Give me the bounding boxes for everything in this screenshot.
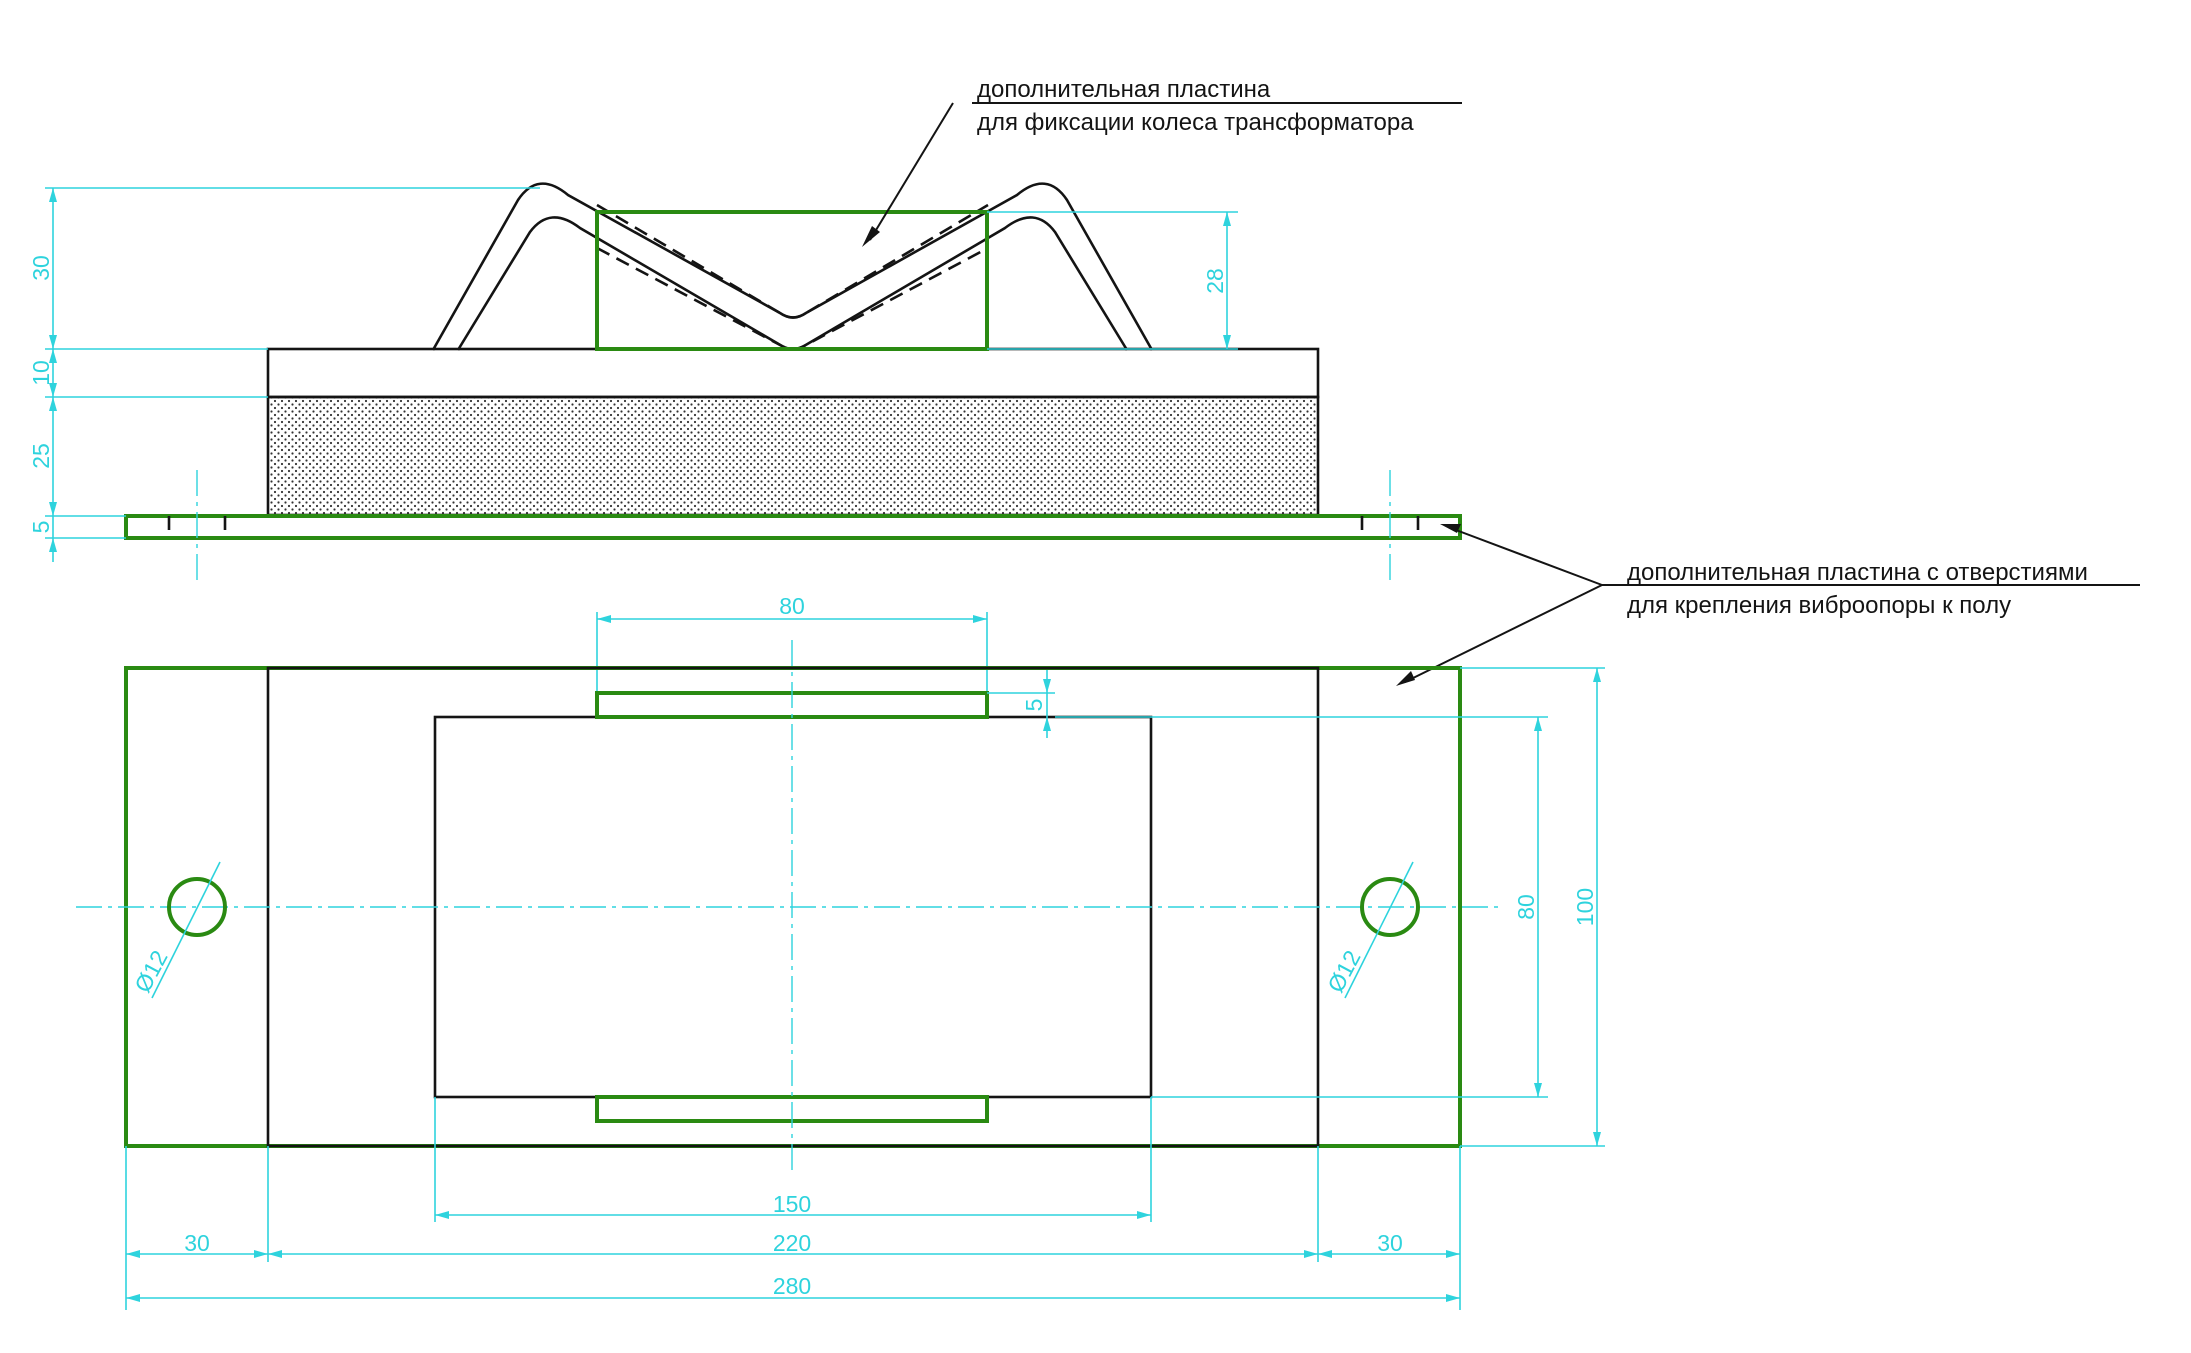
dim-25-vertical: 25 <box>28 443 54 469</box>
dim-5-plan-lines <box>987 670 1151 738</box>
base-plate-elevation <box>124 514 1462 540</box>
mount-hole-left <box>167 877 227 937</box>
dim-150: 150 <box>773 1191 811 1217</box>
v-holder-hidden-outer <box>596 203 989 319</box>
v-holder-hidden-inner <box>596 246 989 351</box>
dim-28: 28 <box>1202 268 1228 294</box>
dim-30-left: 30 <box>184 1230 210 1256</box>
dim-100-lines <box>1460 667 1605 1147</box>
dim-280: 280 <box>773 1273 811 1299</box>
hole-left-leader <box>151 861 221 999</box>
dim-80-right: 80 <box>1513 894 1539 920</box>
dim-5-vertical: 5 <box>28 521 54 534</box>
rubber-layer <box>266 395 1320 517</box>
dim-220: 220 <box>773 1230 811 1256</box>
dim-80-right-lines <box>1151 716 1548 1098</box>
note-right-line2: для крепления виброопоры к полу <box>1627 592 2011 619</box>
elevation-view: 30 10 25 5 28 дополнительная пластина дл… <box>28 76 1462 585</box>
hole-right-leader <box>1344 861 1414 999</box>
dim-30-right: 30 <box>1377 1230 1403 1256</box>
v-holder-outer <box>431 182 1154 351</box>
dim-280-lines <box>126 1294 1460 1302</box>
note-top-arrow <box>862 226 880 247</box>
dim-100: 100 <box>1572 888 1598 926</box>
note-right-line1: дополнительная пластина с отверстиями <box>1627 559 2088 586</box>
mount-hole-right <box>1360 877 1420 937</box>
top-steel-plate <box>266 347 1320 399</box>
plan-view: 80 Ø12 Ø12 5 <box>76 593 1605 1310</box>
right-annotation: дополнительная пластина с отверстиями дл… <box>1396 524 2140 686</box>
v-holder-inner <box>456 216 1129 351</box>
note-top-line2: для фиксации колеса трансформатора <box>977 109 1414 136</box>
dim-80-top: 80 <box>779 593 805 619</box>
dim-10-vertical: 10 <box>28 360 54 386</box>
dim-80-top-lines <box>596 612 988 693</box>
dim-chain-bottom-lines <box>125 1146 1461 1310</box>
note-top-leader <box>869 102 954 241</box>
dim-5-plan: 5 <box>1021 699 1047 712</box>
left-vertical-dimensions <box>45 187 540 562</box>
dim-150-lines <box>434 1097 1152 1222</box>
note-top-line1: дополнительная пластина <box>977 76 1271 103</box>
dim-30-vertical: 30 <box>28 255 54 281</box>
wheel-fixing-plate-elevation <box>595 210 989 351</box>
dim-28-lines <box>987 211 1238 350</box>
